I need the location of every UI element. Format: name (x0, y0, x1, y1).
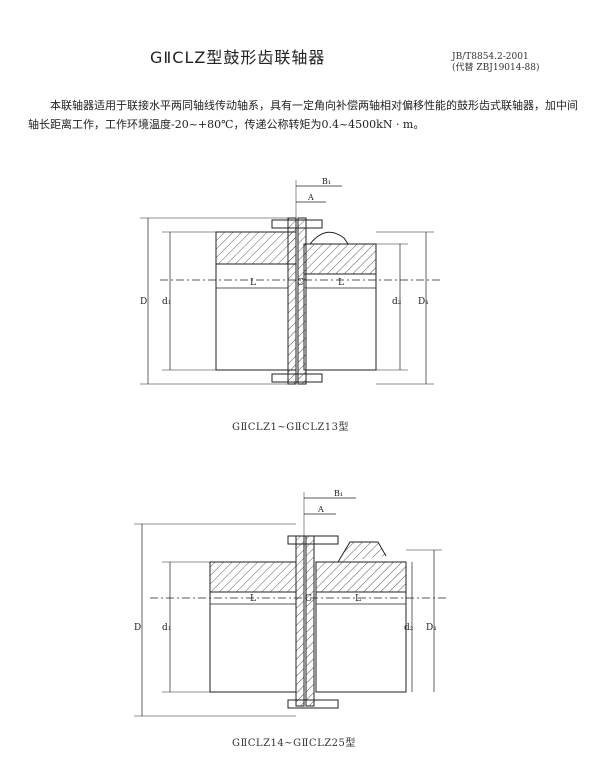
label-l-right: L (355, 594, 361, 604)
caption-figure-1: GⅡCLZ1~GⅡCLZ13型 (232, 422, 350, 433)
label-b1: B₁ (322, 177, 331, 186)
coupling-diagram-2: B₁ A L C L D d₁ d₂ D₁ (134, 489, 446, 717)
right-flange (297, 217, 307, 385)
label-d: D (140, 297, 147, 307)
coupling-diagram-1: B₁ A L C L D d₁ d₂ D₁ (140, 177, 440, 385)
right-hub-section (303, 243, 377, 275)
standard-number: JB/T8854.2-2001 (452, 52, 529, 62)
label-d2: d₂ (404, 623, 414, 633)
label-d1-upper: D₁ (426, 623, 437, 633)
label-l-left: L (250, 594, 256, 604)
page-title: GⅡCLZ型鼓形齿联轴器 (150, 48, 326, 67)
top-bolt (287, 535, 339, 545)
left-flange (295, 535, 305, 707)
description-paragraph: 本联轴器适用于联接水平两同轴线传动轴系，具有一定角向补偿两轴相对偏移性能的鼓形齿… (28, 99, 578, 131)
right-flange (305, 535, 315, 707)
label-l-right: L (338, 278, 344, 288)
label-a: A (307, 193, 314, 202)
bottom-bolt (271, 373, 323, 383)
replaced-standard: (代替 ZBJ19014-88) (452, 63, 540, 73)
label-d: D (134, 623, 141, 633)
standard-reference: JB/T8854.2-2001 (代替 ZBJ19014-88) (452, 52, 539, 74)
left-hub-section (209, 561, 297, 593)
caption-figure-2: GⅡCLZ14~GⅡCLZ25型 (232, 738, 356, 749)
label-d2: d₂ (392, 297, 402, 307)
left-hub-section (215, 231, 297, 265)
bottom-bolt (287, 699, 339, 709)
label-d1: d₁ (162, 623, 171, 633)
right-hub-section (315, 561, 407, 593)
label-d1-upper: D₁ (418, 297, 429, 307)
label-c: C (305, 594, 312, 604)
label-b1: B₁ (334, 489, 343, 498)
left-flange (287, 217, 297, 385)
gear-crown (309, 231, 349, 245)
top-bolt (271, 219, 323, 229)
label-d1: d₁ (162, 297, 171, 307)
gear-crown (337, 541, 387, 563)
label-l-left: L (250, 278, 256, 288)
label-c: C (297, 278, 304, 288)
label-a: A (317, 505, 324, 514)
